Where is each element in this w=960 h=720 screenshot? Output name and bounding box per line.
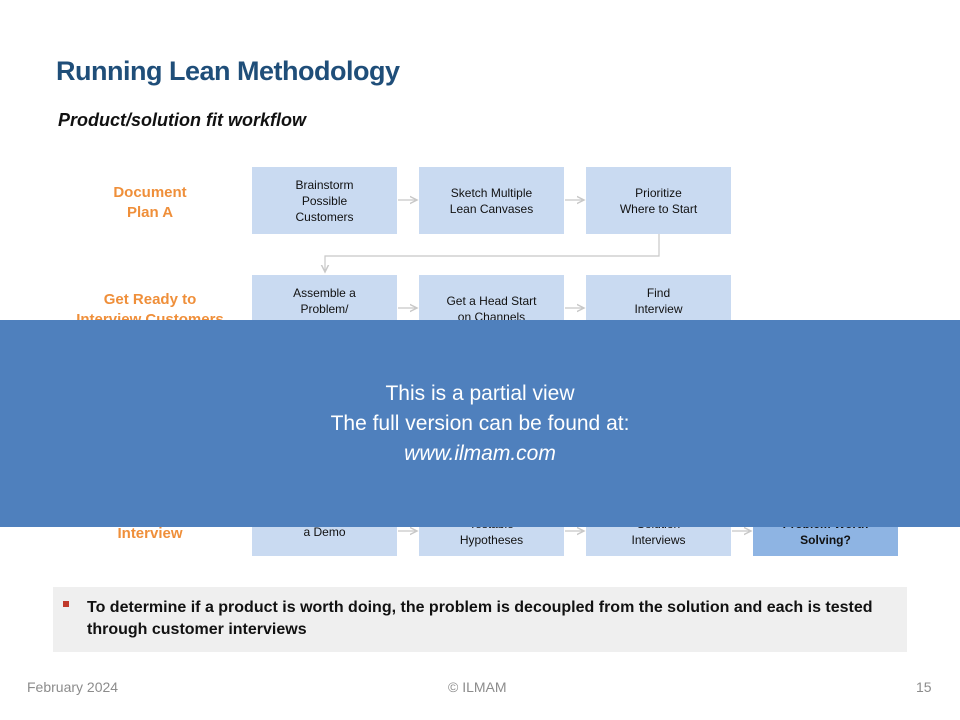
row-label-text: Document Plan A	[113, 184, 187, 221]
step-text: Sketch Multiple Lean Canvases	[449, 185, 534, 216]
step-brainstorm-customers: Brainstorm Possible Customers	[252, 167, 397, 234]
key-takeaway-box: To determine if a product is worth doing…	[53, 587, 907, 652]
footer-page-number: 15	[916, 679, 932, 695]
row-label-text: Interview	[117, 525, 183, 542]
step-text: Prioritize Where to Start	[619, 185, 698, 216]
bullet-square-icon	[63, 601, 69, 607]
key-takeaway-text: To determine if a product is worth doing…	[87, 599, 873, 638]
footer-copyright: © ILMAM	[448, 679, 507, 695]
banner-line-1: This is a partial view	[385, 382, 575, 405]
step-text: a Demo	[303, 525, 346, 539]
banner-line-2: The full version can be found at:	[330, 412, 630, 435]
row-label-interview: Interview	[65, 524, 235, 544]
partial-view-banner: This is a partial view The full version …	[0, 320, 960, 527]
step-sketch-lean-canvases: Sketch Multiple Lean Canvases	[419, 167, 564, 234]
step-prioritize-start: Prioritize Where to Start	[586, 167, 731, 234]
arrow-connector	[325, 234, 660, 272]
row-label-document-plan-a: Document Plan A	[65, 183, 235, 223]
banner-url-link[interactable]: www.ilmam.com	[404, 442, 556, 465]
slide-title: Running Lean Methodology	[56, 56, 400, 86]
step-text: Brainstorm Possible Customers	[295, 177, 354, 224]
slide-subtitle: Product/solution fit workflow	[58, 110, 306, 130]
footer-date: February 2024	[27, 679, 119, 695]
